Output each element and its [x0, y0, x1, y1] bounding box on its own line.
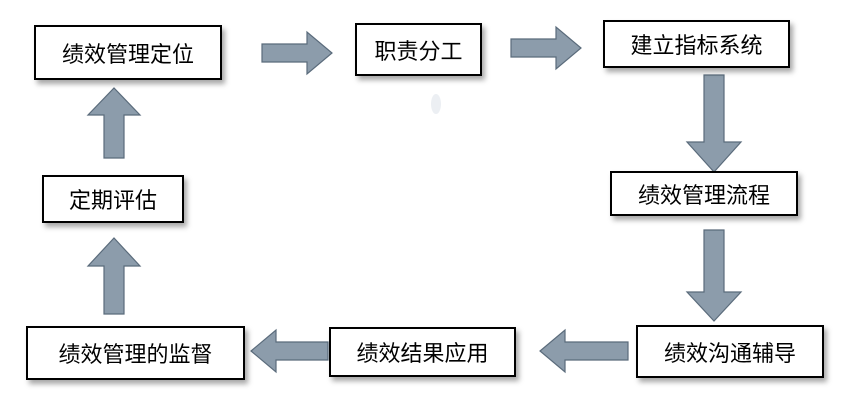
arrow-supervision-to-evaluation	[86, 237, 142, 315]
node-responsibility-division: 职责分工	[355, 23, 482, 76]
arrow-coaching-to-application	[539, 328, 629, 374]
node-indicator-system: 建立指标系统	[603, 20, 790, 68]
background-speck	[431, 94, 441, 114]
arrow-application-to-supervision	[250, 328, 329, 374]
node-performance-supervision: 绩效管理的监督	[26, 326, 245, 380]
arrow-positioning-to-division	[261, 30, 333, 76]
node-performance-positioning: 绩效管理定位	[34, 25, 222, 80]
arrow-evaluation-to-positioning	[86, 87, 142, 159]
node-periodic-evaluation: 定期评估	[42, 175, 184, 223]
node-result-application: 绩效结果应用	[329, 327, 516, 377]
arrow-division-to-indicators	[510, 25, 582, 71]
arrow-process-to-coaching	[685, 229, 743, 322]
arrow-indicators-to-process	[685, 74, 743, 173]
node-performance-coaching: 绩效沟通辅导	[636, 325, 824, 378]
node-performance-process: 绩效管理流程	[610, 171, 798, 216]
